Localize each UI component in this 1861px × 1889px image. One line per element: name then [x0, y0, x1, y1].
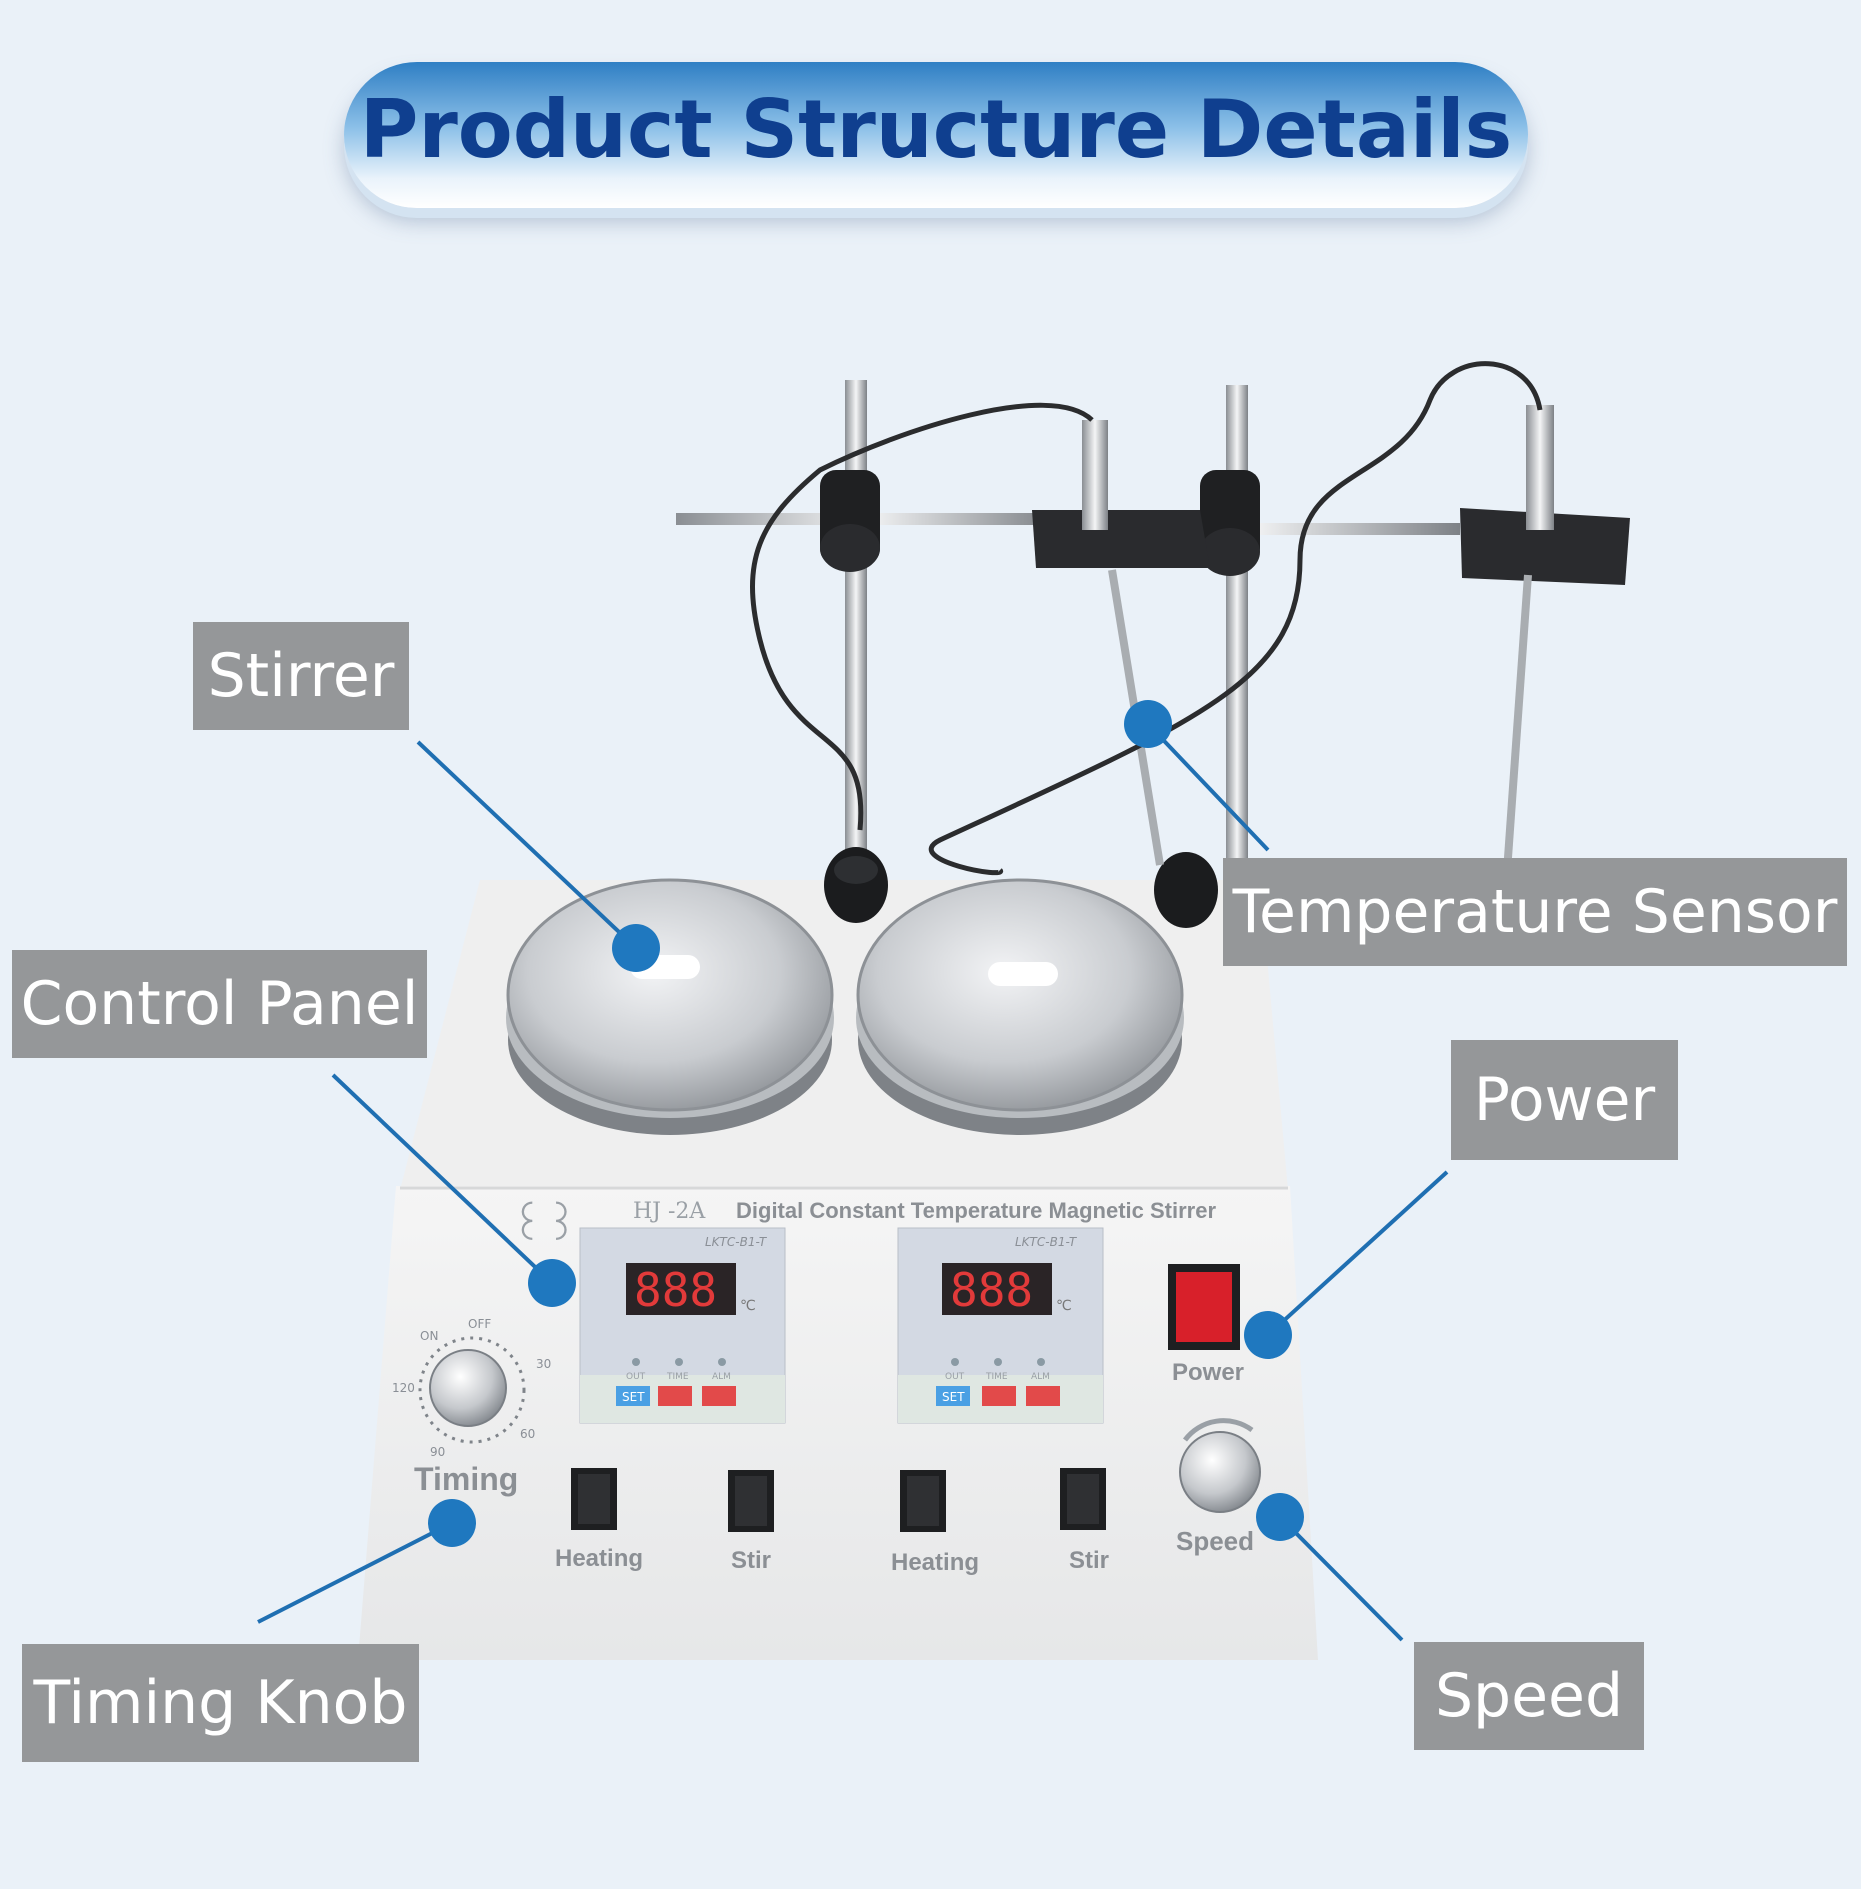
heating-switch-left[interactable] [571, 1468, 617, 1530]
timing-scale-on: ON [420, 1329, 438, 1343]
led-label-time: TIME [666, 1372, 689, 1382]
leader-temperature-sensor [1146, 722, 1270, 852]
down-button[interactable] [658, 1386, 692, 1406]
unit-label: ℃ [1056, 1298, 1072, 1314]
device-description: Digital Constant Temperature Magnetic St… [736, 1198, 1216, 1223]
timing-scale-off: OFF [468, 1317, 491, 1331]
controller-model-label: LKTC-B1-T [1015, 1235, 1078, 1249]
marker-power [1244, 1311, 1292, 1359]
temperature-display: 888 [634, 1263, 717, 1317]
device-front-panel [358, 1186, 1318, 1660]
speed-knob[interactable] [1179, 1418, 1261, 1513]
power-label: Power [1172, 1359, 1244, 1386]
led-label-out: OUT [626, 1372, 646, 1382]
timing-scale-60: 60 [520, 1427, 535, 1441]
marker-speed [1256, 1493, 1304, 1541]
power-switch[interactable] [1168, 1264, 1240, 1350]
timing-scale-120: 120 [392, 1381, 415, 1395]
clamp-left [820, 470, 880, 572]
heating-switch-left-label: Heating [555, 1545, 643, 1572]
callout-temperature-sensor: Temperature Sensor [1223, 858, 1847, 966]
stir-switch-right-label: Stir [1069, 1547, 1109, 1574]
page-title: Product Structure Details [359, 83, 1513, 176]
hot-plate-left [506, 878, 834, 1135]
leader-stirrer [416, 740, 638, 950]
set-button-label: SET [942, 1390, 965, 1404]
unit-label: ℃ [740, 1298, 756, 1314]
temperature-controller-left: LKTC-B1-T 888 ℃ OUT TIME ALM SET [579, 1227, 786, 1424]
marker-timing-knob [428, 1499, 476, 1547]
marker-dots [428, 700, 1304, 1547]
callout-power: Power [1451, 1040, 1678, 1160]
marker-temperature-sensor [1124, 700, 1172, 748]
down-button[interactable] [982, 1386, 1016, 1406]
sensor-cable-left [750, 402, 1094, 831]
led-label-time: TIME [985, 1372, 1008, 1382]
temperature-probe-left [1082, 420, 1164, 866]
sensor-holder-right [1460, 508, 1630, 585]
leader-timing-knob [257, 1521, 453, 1624]
up-button[interactable] [702, 1386, 736, 1406]
led-label-alm: ALM [1031, 1372, 1050, 1382]
callout-timing-knob: Timing Knob [22, 1644, 419, 1762]
marker-control-panel [528, 1259, 576, 1307]
device-model: HJ -2A [633, 1199, 706, 1224]
marker-stirrer [612, 924, 660, 972]
callout-speed: Speed [1414, 1642, 1644, 1750]
temperature-controller-right: LKTC-B1-T 888 ℃ OUT TIME ALM SET [897, 1227, 1104, 1424]
temperature-probe-right [1501, 405, 1554, 901]
led-label-out: OUT [945, 1372, 965, 1382]
leader-lines [257, 722, 1449, 1642]
leader-control-panel [331, 1073, 554, 1285]
timing-knob[interactable] [418, 1336, 526, 1444]
hot-plate-right [856, 878, 1184, 1135]
controller-model-label: LKTC-B1-T [705, 1235, 768, 1249]
heating-switch-right[interactable] [900, 1470, 946, 1532]
led-label-alm: ALM [712, 1372, 731, 1382]
stir-switch-left[interactable] [728, 1470, 774, 1532]
timing-scale-90: 90 [430, 1445, 445, 1459]
stir-switch-right[interactable] [1060, 1468, 1106, 1530]
leader-speed [1278, 1515, 1404, 1642]
stir-switch-left-label: Stir [731, 1547, 771, 1574]
title-banner [344, 62, 1528, 208]
timing-label: Timing [414, 1461, 518, 1497]
leader-power [1266, 1170, 1449, 1337]
brand-logo: ꒰꒱ [510, 1200, 579, 1251]
temperature-display: 888 [950, 1263, 1033, 1317]
up-button[interactable] [1026, 1386, 1060, 1406]
sensor-cable-right [928, 361, 1543, 876]
clamp-right [1200, 470, 1260, 576]
callout-control-panel: Control Panel [12, 950, 427, 1058]
stand-right [1154, 385, 1248, 928]
timing-scale-30: 30 [536, 1357, 551, 1371]
set-button[interactable] [936, 1386, 970, 1406]
sensor-holder-left [1032, 510, 1210, 568]
set-button-label: SET [622, 1390, 645, 1404]
callout-stirrer: Stirrer [193, 622, 409, 730]
speed-label: Speed [1176, 1526, 1254, 1556]
heating-switch-right-label: Heating [891, 1549, 979, 1576]
set-button[interactable] [616, 1386, 650, 1406]
